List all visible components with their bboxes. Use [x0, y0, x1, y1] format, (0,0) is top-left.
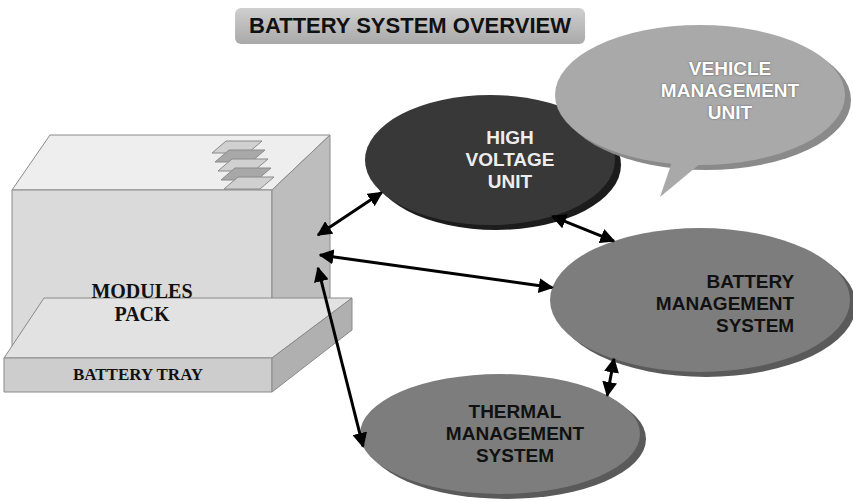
node-label: THERMAL MANAGEMENT SYSTEM: [446, 401, 584, 467]
title-banner: BATTERY SYSTEM OVERVIEW: [235, 8, 585, 44]
connector-arrow: [318, 193, 382, 236]
node-label: MODULES PACK: [91, 280, 192, 326]
connector-arrow: [607, 359, 614, 395]
module-cell: [224, 177, 274, 189]
thermal-management-system: THERMAL MANAGEMENT SYSTEM: [360, 374, 640, 494]
connector-arrow: [320, 255, 552, 287]
ellipse-shape: [550, 228, 850, 372]
tray-front: [4, 358, 272, 392]
node-label: VEHICLE MANAGEMENT UNIT: [661, 58, 799, 124]
vehicle-management-unit: VEHICLE MANAGEMENT UNIT: [555, 25, 845, 165]
connector-arrow: [553, 216, 614, 241]
battery-tray: BATTERY TRAY: [4, 298, 352, 392]
ellipse-shape: [360, 374, 640, 494]
connector-arrow: [318, 268, 363, 446]
battery-management-system: BATTERY MANAGEMENT SYSTEM: [550, 228, 850, 372]
tray-side: [272, 298, 352, 392]
title-text: BATTERY SYSTEM OVERVIEW: [249, 13, 571, 38]
node-label: HIGH VOLTAGE UNIT: [465, 127, 554, 193]
node-label: BATTERY TRAY: [73, 365, 203, 385]
node-label: BATTERY MANAGEMENT SYSTEM: [656, 271, 794, 337]
ellipse-shape: [555, 25, 845, 165]
